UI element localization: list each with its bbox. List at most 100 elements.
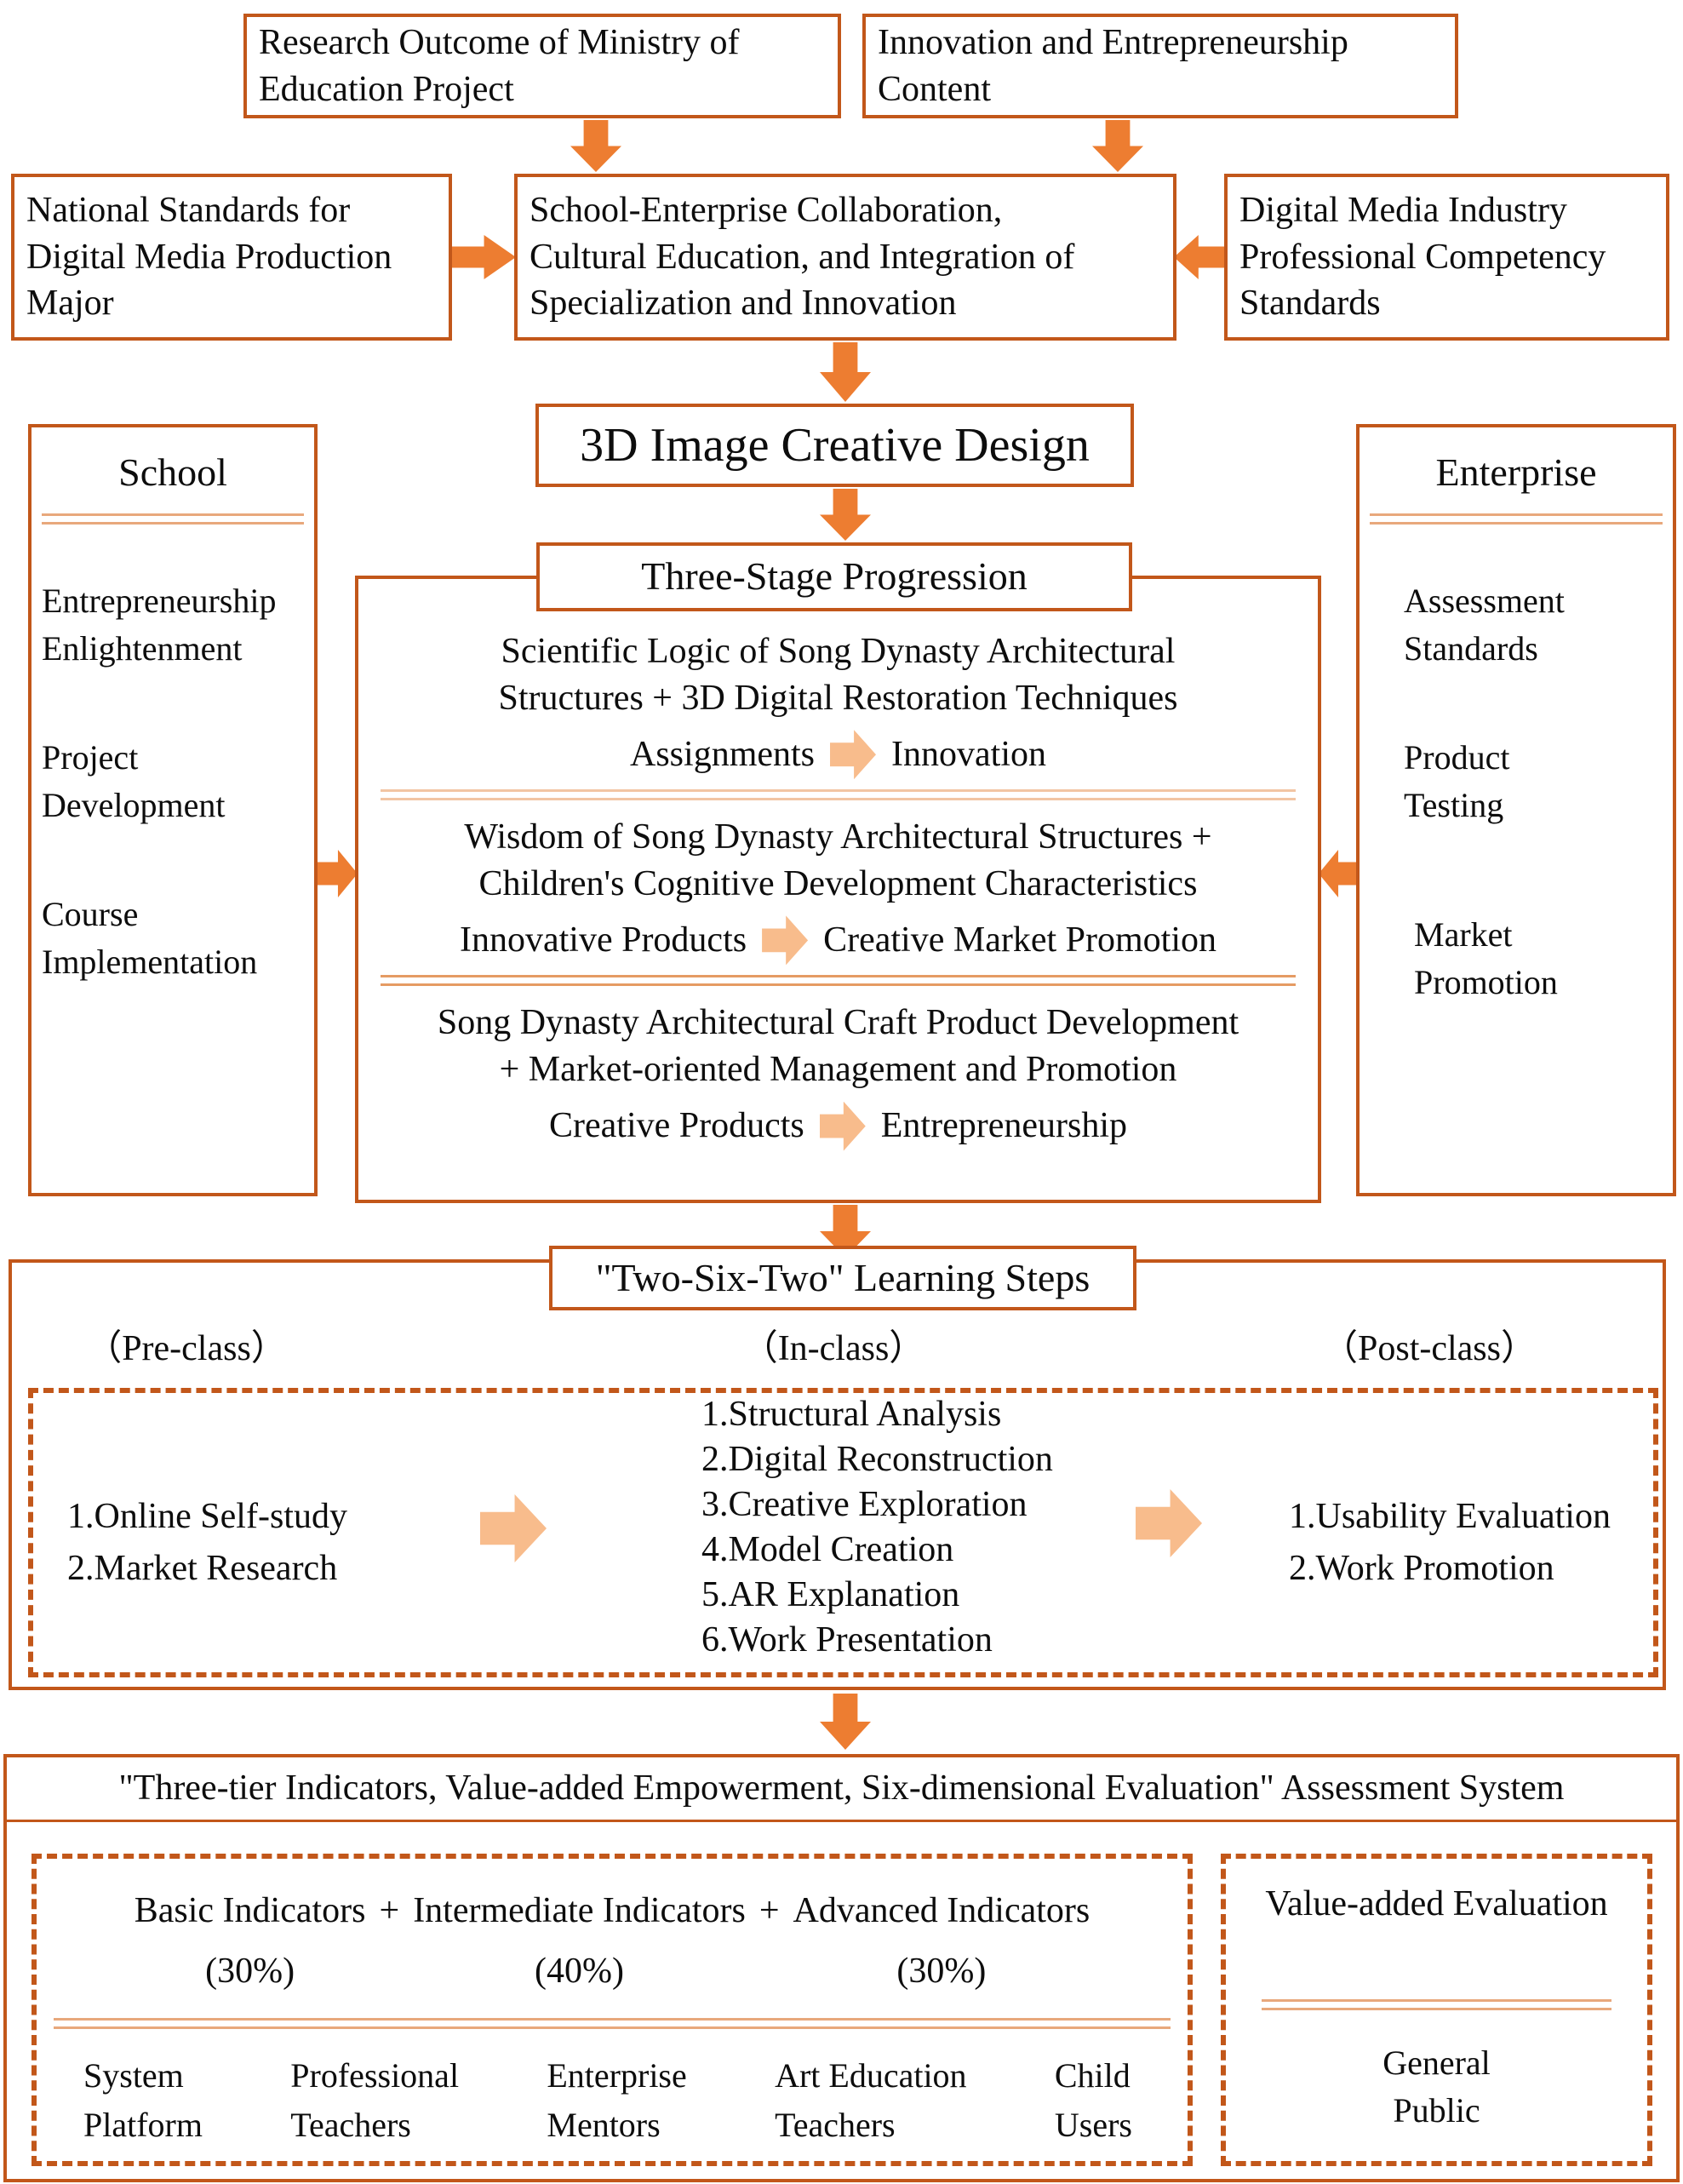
enterprise-panel: Enterprise Assessment Standards Product … (1356, 424, 1676, 1196)
role-line: Enterprise (547, 2056, 687, 2095)
double-line-divider (42, 513, 304, 525)
indicators-dashed-box: Basic Indicators + Intermediate Indicato… (31, 1854, 1193, 2166)
course-title-box: 3D Image Creative Design (535, 404, 1134, 487)
learning-steps-title: "Two-Six-Two" Learning Steps (595, 1255, 1091, 1299)
in-class-item: 6.Work Presentation (701, 1619, 993, 1659)
school-item-line: Enlightenment (42, 628, 243, 668)
stage3-description: + Market-oriented Management and Promoti… (499, 1049, 1177, 1089)
down-arrow-icon (570, 120, 621, 172)
course-title: 3D Image Creative Design (580, 419, 1090, 472)
left-arrow-icon (1174, 235, 1225, 279)
indicator-name: Intermediate Indicators (413, 1891, 746, 1930)
pre-class-label: （Pre-class） (86, 1329, 287, 1368)
stage2-flow: Innovative Products Creative Market Prom… (358, 915, 1318, 966)
school-item-line: Course (42, 894, 139, 933)
school-item-line: Implementation (42, 942, 258, 981)
post-class-item: 1.Usability Evaluation (1289, 1497, 1611, 1536)
box-text-line: Innovation and Entrepreneurship (878, 22, 1348, 62)
school-item: Project Development (31, 734, 314, 829)
role-line: Art Education (775, 2056, 967, 2095)
innovation-content-box: Innovation and Entrepreneurship Content (862, 14, 1458, 118)
role-line: Users (1054, 2106, 1132, 2145)
down-arrow-icon (820, 489, 871, 541)
school-item-line: Development (42, 785, 226, 824)
post-class-label: （Post-class） (1321, 1329, 1537, 1368)
value-added-title: Value-added Evaluation (1265, 1884, 1608, 1923)
box-text-line: School-Enterprise Collaboration, (530, 191, 1003, 231)
role-line: Professional (290, 2056, 460, 2095)
indicator-name: Basic Indicators (134, 1891, 366, 1930)
learning-steps-header: "Two-Six-Two" Learning Steps (549, 1246, 1136, 1310)
learning-steps-panel: （Pre-class） （In-class） （Post-class） 1.On… (9, 1259, 1666, 1690)
three-stage-panel: Scientific Logic of Song Dynasty Archite… (355, 576, 1321, 1203)
box-text-line: Professional Competency (1239, 237, 1606, 277)
enterprise-item-line: Standards (1404, 628, 1538, 668)
indicator-weight: (30%) (205, 1951, 295, 1991)
in-class-item: 3.Creative Exploration (701, 1484, 1028, 1524)
evaluator-role: System Platform (83, 2051, 203, 2150)
enterprise-item-line: Product (1404, 737, 1510, 777)
stage1-from: Assignments (630, 734, 816, 774)
box-text-line: Digital Media Production (26, 237, 392, 277)
role-line: General (1382, 2043, 1491, 2082)
pre-class-item: 1.Online Self-study (67, 1497, 347, 1536)
double-line-divider (381, 789, 1296, 801)
double-line-divider (1262, 1998, 1611, 2010)
box-text-line: Digital Media Industry (1239, 191, 1567, 231)
three-stage-title: Three-Stage Progression (641, 554, 1028, 599)
enterprise-item-line: Testing (1404, 785, 1504, 824)
box-text-line: Education Project (259, 69, 514, 109)
industry-standards-box: Digital Media Industry Professional Comp… (1224, 174, 1669, 341)
enterprise-item: Product Testing (1360, 734, 1673, 829)
stage2-from: Innovative Products (459, 920, 747, 960)
evaluator-role: Enterprise Mentors (547, 2051, 686, 2150)
box-text-line: Standards (1239, 284, 1381, 324)
enterprise-title: Enterprise (1435, 450, 1597, 494)
three-stage-header: Three-Stage Progression (536, 542, 1132, 611)
box-text-line: Cultural Education, and Integration of (530, 237, 1075, 277)
research-outcome-box: Research Outcome of Ministry of Educatio… (243, 14, 841, 118)
double-line-divider (381, 975, 1296, 987)
double-line-divider (1370, 513, 1663, 525)
indicator-weight: (30%) (896, 1951, 987, 1991)
enterprise-item-line: Promotion (1414, 962, 1558, 1001)
national-standards-box: National Standards for Digital Media Pro… (11, 174, 452, 341)
stage1-to: Innovation (891, 734, 1046, 774)
role-line: Mentors (547, 2106, 661, 2145)
school-item-line: Project (42, 737, 139, 777)
post-class-item: 2.Work Promotion (1289, 1548, 1554, 1588)
value-added-role: General Public (1226, 2039, 1647, 2135)
box-text-line: Major (26, 284, 114, 324)
left-arrow-icon (1319, 850, 1360, 897)
school-item: Entrepreneurship Enlightenment (31, 577, 314, 673)
role-line: Child (1054, 2056, 1131, 2095)
enterprise-item-line: Assessment (1404, 581, 1565, 620)
in-class-list: 1.Structural Analysis 2.Digital Reconstr… (701, 1392, 1053, 1662)
in-class-item: 2.Digital Reconstruction (701, 1439, 1053, 1479)
school-title: School (118, 450, 227, 494)
in-class-item: 1.Structural Analysis (701, 1395, 1002, 1434)
indicator-name: Advanced Indicators (793, 1891, 1091, 1930)
role-line: Public (1393, 2090, 1480, 2130)
evaluator-roles-row: System Platform Professional Teachers En… (83, 2051, 1132, 2150)
stage3-flow: Creative Products Entrepreneurship (358, 1101, 1318, 1151)
plus-sign: + (758, 1891, 780, 1930)
box-text-line: Research Outcome of Ministry of (259, 22, 740, 62)
double-line-divider (54, 2018, 1171, 2030)
evaluator-role: Professional Teachers (290, 2051, 459, 2150)
down-arrow-icon (820, 1694, 871, 1750)
in-class-label: （In-class） (741, 1329, 925, 1368)
stage1-description: Structures + 3D Digital Restoration Tech… (498, 678, 1178, 718)
pre-class-list: 1.Online Self-study 2.Market Research (67, 1491, 347, 1595)
enterprise-item-line: Market (1414, 914, 1513, 954)
school-item: Course Implementation (31, 891, 314, 986)
box-text-line: Content (878, 69, 991, 109)
assessment-title-bar: "Three-tier Indicators, Value-added Empo… (7, 1757, 1676, 1822)
assessment-panel: "Three-tier Indicators, Value-added Empo… (3, 1754, 1680, 2182)
assessment-title: "Three-tier Indicators, Value-added Empo… (118, 1768, 1565, 1809)
right-arrow-icon (317, 850, 358, 897)
box-text-line: Specialization and Innovation (530, 284, 957, 324)
stage3-description: Song Dynasty Architectural Craft Product… (437, 1003, 1239, 1043)
role-line: Teachers (290, 2106, 411, 2145)
